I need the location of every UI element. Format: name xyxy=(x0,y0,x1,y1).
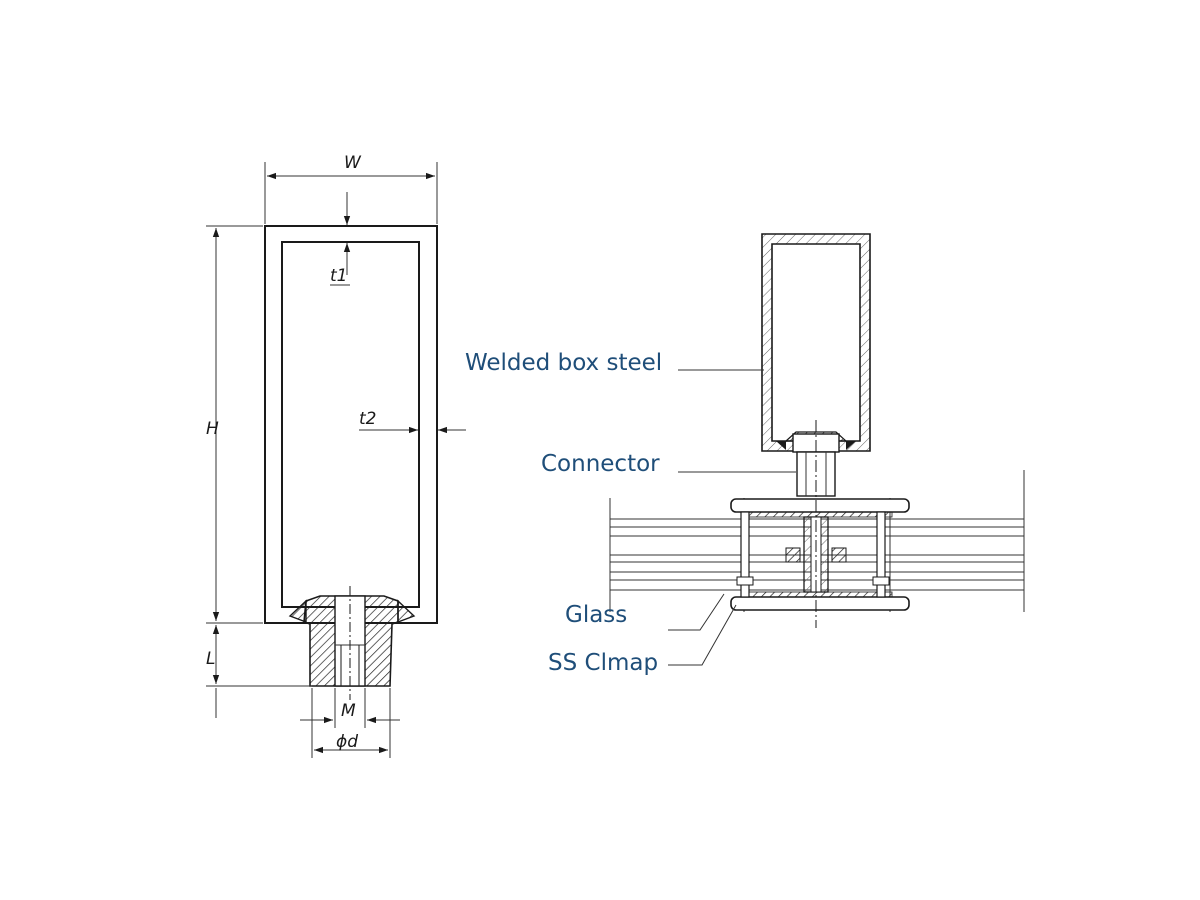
length-dimension: L xyxy=(206,625,312,718)
diameter-dimension: ϕd xyxy=(311,688,391,758)
top-thickness-label: t1 xyxy=(330,266,347,286)
box-inner-profile xyxy=(281,241,420,608)
welded-box-steel xyxy=(761,233,871,452)
glass-label: Glass xyxy=(565,602,627,628)
ss-clamp xyxy=(730,420,910,628)
length-label: L xyxy=(206,649,215,669)
width-dimension: W xyxy=(264,153,438,224)
welded-box-steel-label: Welded box steel xyxy=(465,350,662,376)
diameter-label: ϕd xyxy=(336,732,358,752)
thread-dimension: M xyxy=(300,688,400,728)
thread-label: M xyxy=(341,701,356,721)
ss-clamp-label: SS Clmap xyxy=(548,650,658,676)
callout-leaders xyxy=(668,369,796,666)
height-label: H xyxy=(206,419,219,439)
connector-boss xyxy=(288,586,416,700)
right-assembly-view: Welded box steel Connector Glass SS Clma… xyxy=(465,233,1025,676)
side-thickness-label: t2 xyxy=(359,409,376,429)
box-outer-profile xyxy=(264,225,438,624)
left-section-view: W t1 H t2 xyxy=(206,153,466,758)
width-label: W xyxy=(344,153,362,173)
height-dimension: H xyxy=(206,225,263,624)
top-thickness-dimension: t1 xyxy=(330,192,351,286)
connector-label: Connector xyxy=(541,451,660,477)
side-thickness-dimension: t2 xyxy=(359,409,466,434)
